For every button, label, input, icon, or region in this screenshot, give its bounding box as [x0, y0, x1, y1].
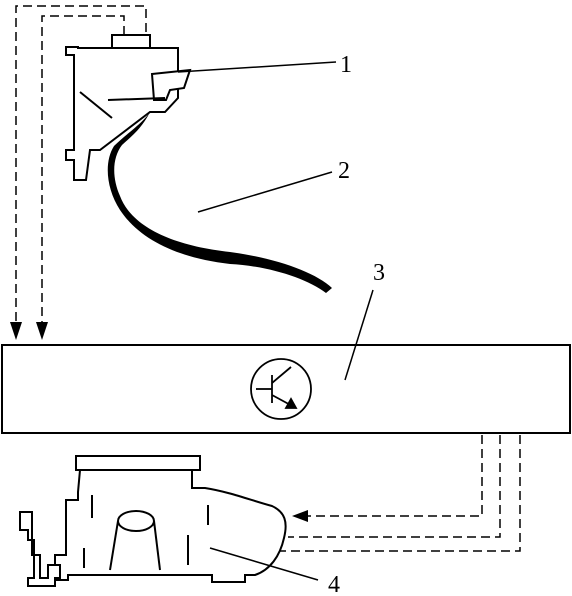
transistor-icon: [250, 358, 312, 420]
callout-1: 1: [340, 52, 352, 78]
actuator-arrowhead: [292, 510, 308, 522]
callout-2: 2: [338, 158, 350, 184]
pedal-position-sensor: [65, 34, 192, 181]
signal-arrowheads: [10, 322, 48, 340]
callout-4: 4: [328, 572, 340, 596]
accelerator-pedal-arm: [107, 112, 332, 293]
actuator-wires: [272, 435, 521, 552]
control-unit-box: [1, 344, 571, 434]
callout-3: 3: [373, 260, 385, 286]
throttle-body: [19, 455, 287, 587]
sensor-signal-wires: [15, 5, 147, 325]
leader-lines: [177, 61, 374, 581]
